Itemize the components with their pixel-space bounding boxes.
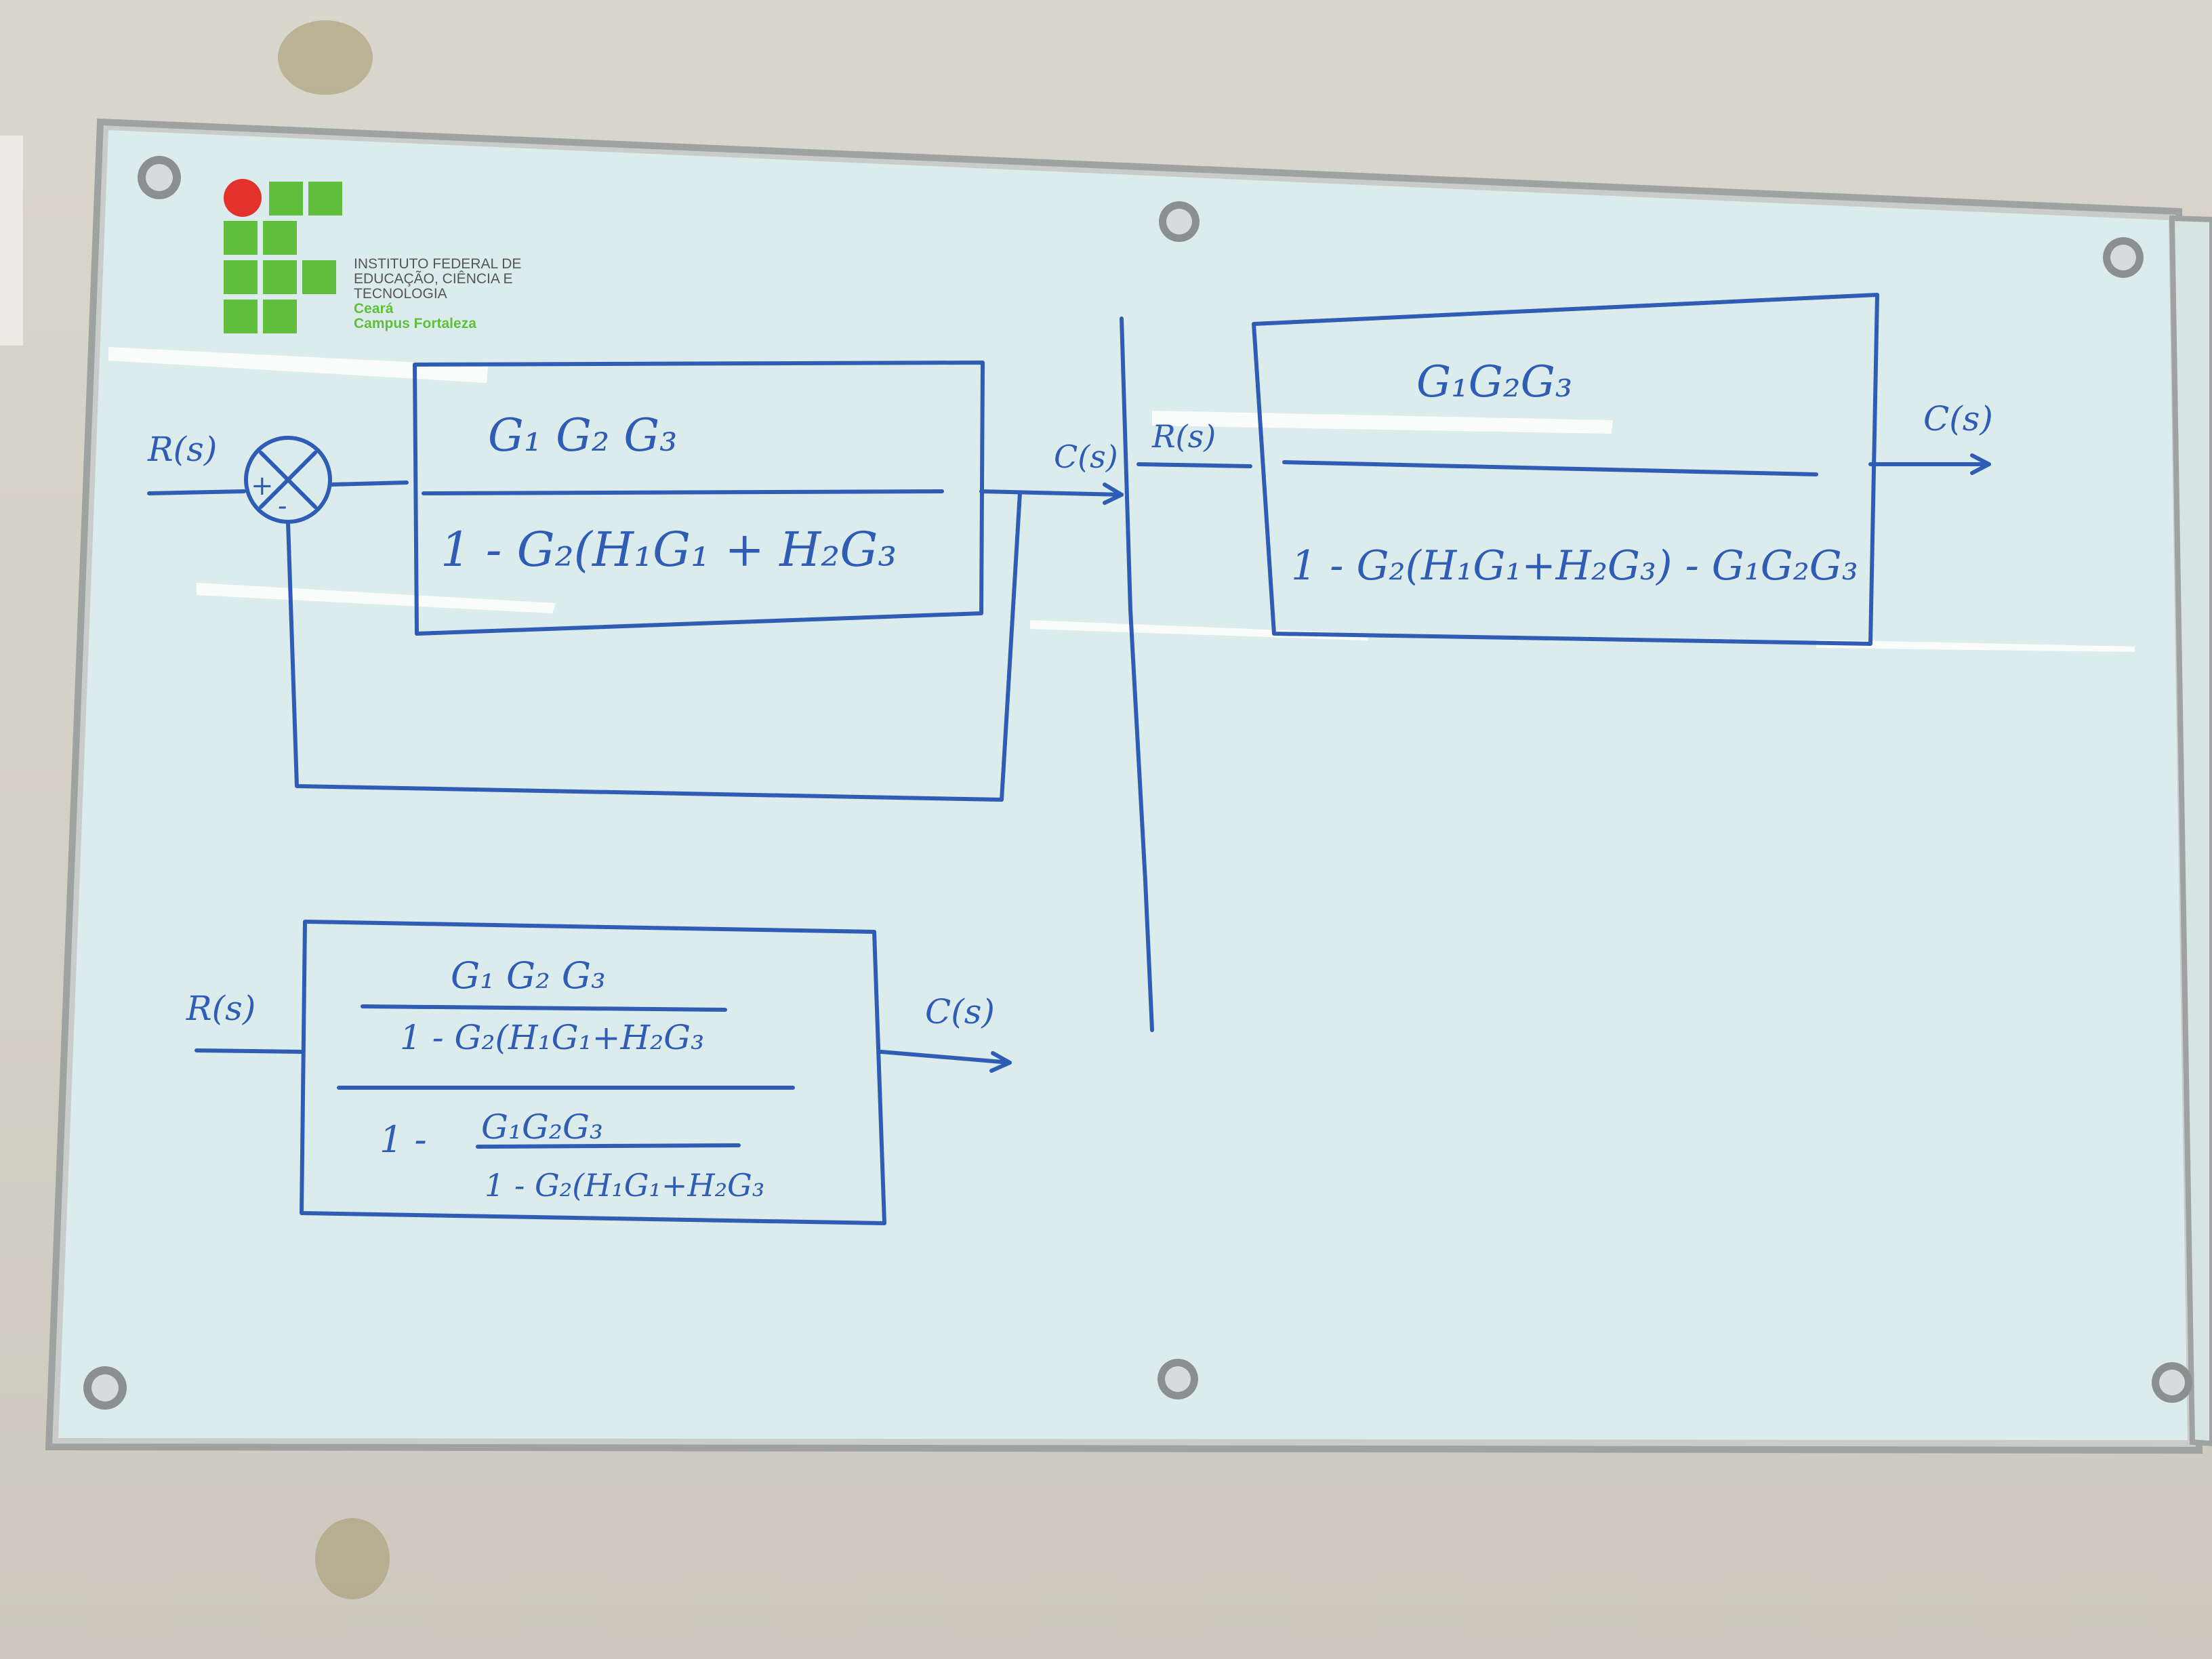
- output-label-c: C(s): [1054, 438, 1118, 475]
- lower-numerator: G₁G₂G₃: [481, 1107, 603, 1147]
- outer-prefix: 1 -: [380, 1118, 427, 1161]
- mount-bolt: [83, 1366, 127, 1410]
- fraction-bar: [422, 489, 944, 495]
- whiteboard: [45, 118, 2212, 1454]
- lower-denominator: 1 - G₂(H₁G₁+H₂G₃: [485, 1167, 764, 1204]
- inner-numerator: G₁ G₂ G₃: [451, 954, 606, 997]
- output-arrowhead: [1103, 483, 1124, 505]
- summing-junction-cross: [259, 451, 317, 509]
- input-line: [194, 1048, 304, 1054]
- feedback-path: [286, 491, 1022, 802]
- sum-plus-sign: +: [251, 470, 274, 501]
- input-label-r: R(s): [147, 430, 217, 469]
- logo-text-line1: INSTITUTO FEDERAL DE: [354, 256, 521, 272]
- inner-fraction-bar: [361, 1004, 727, 1012]
- block-numerator: G₁ G₂ G₃: [488, 409, 678, 462]
- institution-logo: INSTITUTO FEDERAL DE EDUCAÇÃO, CIÊNCIA E…: [224, 179, 521, 333]
- board-surface: [58, 130, 2188, 1440]
- inner-denominator: 1 - G₂(H₁G₁+H₂G₃: [400, 1018, 704, 1057]
- logo-text-line4: Ceará: [354, 301, 394, 316]
- block-denominator: 1 - G₂(H₁G₁ + H₂G₃: [441, 522, 897, 577]
- divider-line: [1120, 316, 1154, 1032]
- diagram-reduced-block: R(s) G₁G₂G₃ 1 - G₂(H₁G₁+H₂G₃) - G₁G₂G₃ C…: [1136, 293, 1993, 646]
- block-denominator: 1 - G₂(H₁G₁+H₂G₃) - G₁G₂G₃: [1291, 542, 1858, 590]
- transfer-block: [413, 361, 985, 636]
- output-label-c: C(s): [1923, 399, 1993, 438]
- input-label-r: R(s): [1151, 418, 1216, 455]
- output-arrowhead: [1970, 453, 1991, 475]
- wall-paper-sheet: [0, 136, 23, 346]
- mount-bolt: [2103, 237, 2144, 278]
- wall-stain: [278, 20, 373, 95]
- input-arrow: [147, 489, 246, 495]
- output-line: [979, 489, 1124, 497]
- input-label-r: R(s): [186, 989, 255, 1028]
- logo-text-line5: Campus Fortaleza: [354, 316, 476, 331]
- logo-red-dot: [224, 179, 262, 217]
- sum-minus-sign: -: [278, 491, 287, 522]
- diagram-equivalent-block: R(s) G₁ G₂ G₃ 1 - G₂(H₁G₁+H₂G₃ 1 - G₁G₂G…: [186, 920, 1012, 1225]
- logo-text-line3: TECNOLOGIA: [354, 286, 447, 302]
- mount-bolt: [138, 156, 181, 199]
- light-reflection: [108, 347, 488, 383]
- block-numerator: G₁G₂G₃: [1416, 357, 1572, 407]
- output-line: [879, 1050, 1012, 1065]
- output-arrowhead: [989, 1051, 1012, 1073]
- transfer-block: [1252, 293, 1879, 646]
- light-reflection: [1816, 640, 2135, 652]
- lower-fraction-bar: [476, 1143, 741, 1149]
- wall-stain: [315, 1518, 390, 1599]
- light-reflection: [1152, 411, 1613, 434]
- transfer-block: [300, 920, 886, 1225]
- diagram-feedback-loop: R(s) + - G₁ G₂ G₃ 1 - G₂(H₁G₁ + H₂G₃ C(s…: [147, 361, 1124, 802]
- logo-text-line2: EDUCAÇÃO, CIÊNCIA E: [354, 270, 513, 287]
- adjacent-board: [2169, 215, 2212, 1447]
- light-reflection: [197, 583, 556, 613]
- mount-bolt: [2152, 1362, 2192, 1403]
- input-line: [1136, 462, 1252, 468]
- fraction-bar: [1282, 460, 1818, 476]
- mount-bolt: [1159, 201, 1200, 242]
- signal-line: [329, 480, 409, 487]
- output-label-c: C(s): [925, 992, 995, 1031]
- mount-bolt: [1158, 1359, 1198, 1399]
